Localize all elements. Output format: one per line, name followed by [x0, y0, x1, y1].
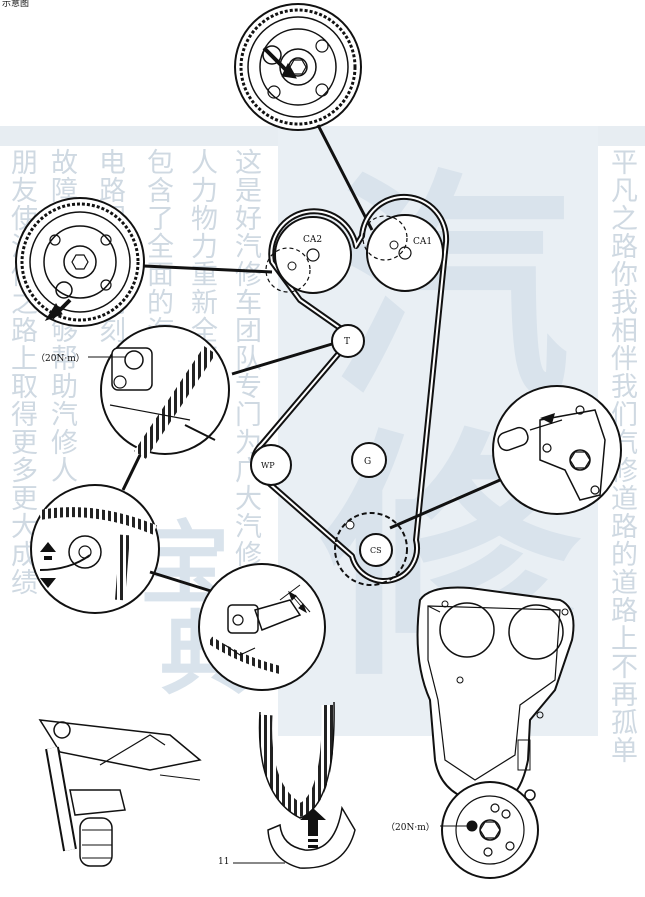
pulley-cs — [334, 512, 408, 586]
cam-gear-detail-top — [234, 3, 362, 131]
torque-label-lower: （20N·m） — [386, 823, 435, 833]
pulley-ca2 — [265, 216, 352, 294]
leader-line-crank — [121, 454, 142, 491]
leader-line-crank2 — [149, 570, 215, 594]
cam-lock-detail — [492, 385, 622, 515]
pulley-t — [331, 324, 365, 358]
leader-line-top — [316, 124, 374, 231]
crank-belt-detail — [30, 484, 160, 614]
label-wp: WP — [261, 461, 275, 470]
belt-tooth-section — [258, 701, 356, 869]
leader-line-right — [389, 478, 501, 530]
leader-line-left — [143, 264, 273, 274]
watermark-column-6: 这是好汽修车团队专门为广大汽修 — [230, 148, 261, 568]
label-t: T — [344, 337, 350, 347]
pulley-ca1 — [362, 214, 444, 292]
label-ca1: CA1 — [413, 237, 432, 247]
crank-pulley-bottom — [441, 781, 539, 879]
cam-gear-detail-left — [15, 197, 145, 327]
label-cs: CS — [370, 546, 382, 555]
label-ca2: CA2 — [303, 235, 322, 245]
header-text: 示意图 — [2, 0, 30, 9]
leader-line-tensioner — [231, 342, 333, 376]
label-g: G — [364, 457, 371, 467]
pulley-wp — [250, 444, 292, 486]
sensor-gap-detail — [198, 563, 326, 691]
tensioner-detail — [100, 325, 230, 459]
timing-cover — [416, 586, 575, 801]
pulley-g — [351, 442, 387, 478]
torque-label-upper: （20N·m） — [36, 354, 85, 364]
part-number: 11 — [218, 857, 230, 867]
wrench-tool — [38, 719, 202, 867]
